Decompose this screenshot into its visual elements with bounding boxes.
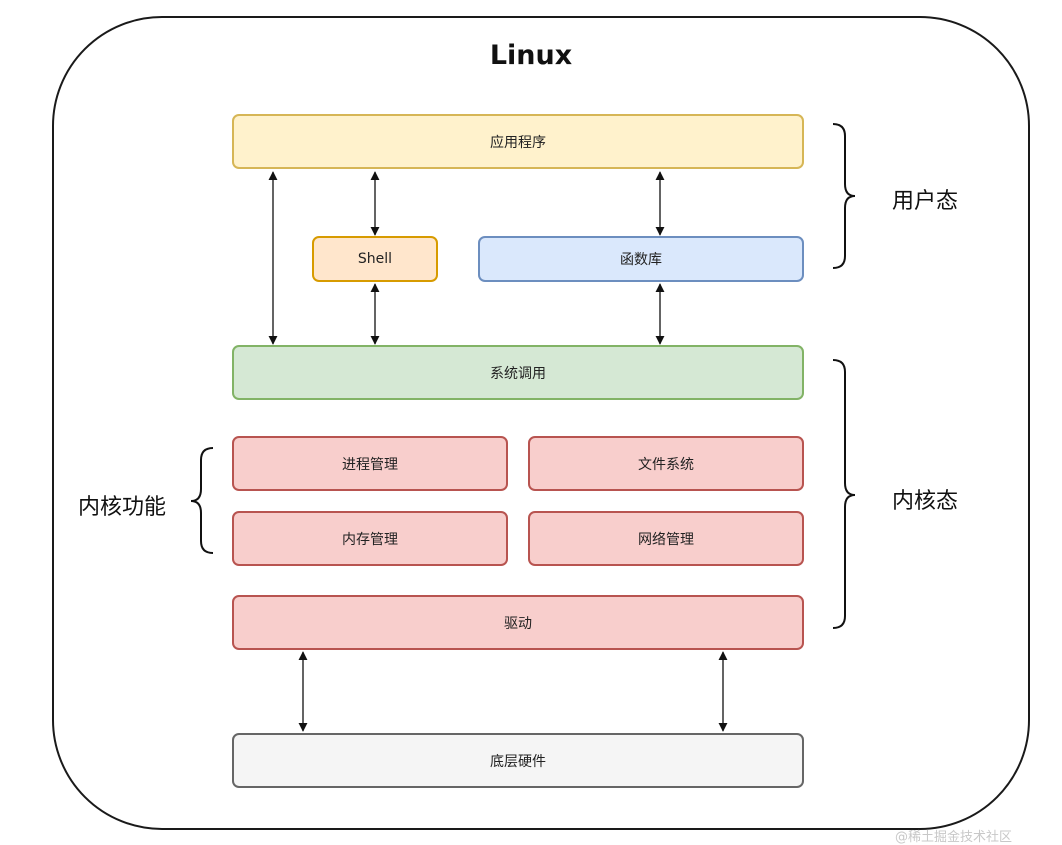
- driver-box: 驱动: [232, 595, 804, 650]
- syscall-label: 系统调用: [490, 365, 546, 382]
- process-box: 进程管理: [232, 436, 508, 491]
- brace-kernel-functions: [190, 447, 214, 554]
- app-label: 应用程序: [490, 134, 546, 151]
- brace-user-mode: [832, 123, 856, 269]
- memory-box: 内存管理: [232, 511, 508, 566]
- fs-box: 文件系统: [528, 436, 804, 491]
- linux-frame: [52, 16, 1030, 830]
- syscall-box: 系统调用: [232, 345, 804, 400]
- brace-kernel-mode: [832, 359, 856, 629]
- watermark: @稀土掘金技术社区: [895, 830, 1013, 845]
- driver-label: 驱动: [504, 615, 532, 632]
- app-box: 应用程序: [232, 114, 804, 169]
- shell-box: Shell: [312, 236, 438, 282]
- kernel-mode-label: 内核态: [892, 489, 959, 514]
- memory-label: 内存管理: [342, 531, 398, 548]
- hardware-box: 底层硬件: [232, 733, 804, 788]
- network-label: 网络管理: [638, 531, 694, 548]
- user-mode-label: 用户态: [892, 189, 959, 214]
- lib-box: 函数库: [478, 236, 804, 282]
- lib-label: 函数库: [620, 252, 662, 268]
- process-label: 进程管理: [342, 456, 398, 473]
- hardware-label: 底层硬件: [490, 753, 546, 770]
- fs-label: 文件系统: [638, 456, 694, 473]
- diagram-title: Linux: [489, 40, 573, 71]
- shell-label: Shell: [357, 251, 393, 267]
- network-box: 网络管理: [528, 511, 804, 566]
- kernel-functions-label: 内核功能: [78, 495, 167, 520]
